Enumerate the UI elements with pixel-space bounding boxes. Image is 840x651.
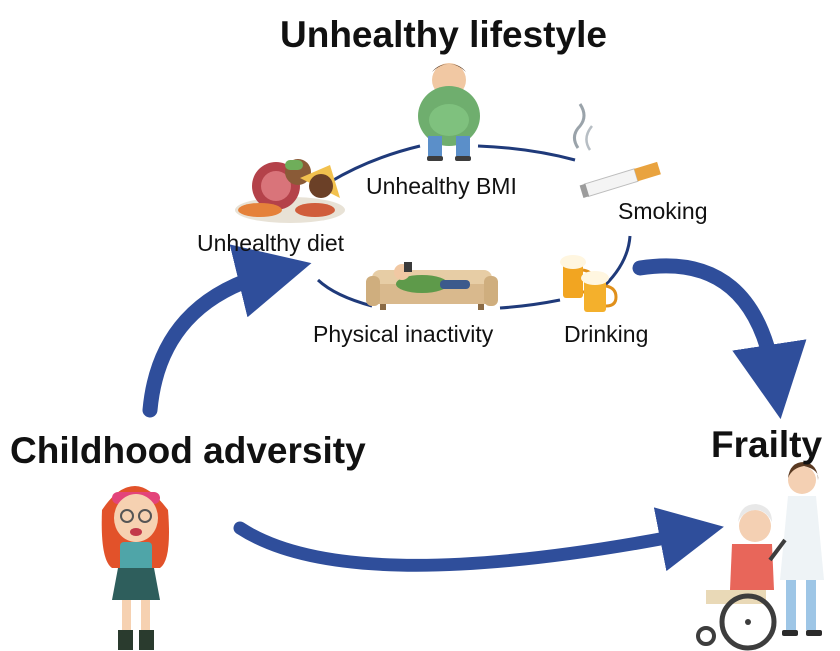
cycle-segment [329, 144, 421, 184]
node-childhood-adversity: Childhood adversity [10, 430, 366, 471]
couch-lying-person-icon [366, 262, 498, 310]
wheelchair-elder-with-nurse-icon [696, 462, 824, 651]
node-frailty: Frailty [711, 424, 823, 465]
factor-drinking: Drinking [564, 321, 649, 347]
cigarette-icon [573, 103, 661, 198]
beer-mugs-icon [560, 255, 618, 312]
factor-unhealthy-bmi: Unhealthy BMI [366, 173, 517, 199]
factor-smoking: Smoking [618, 198, 708, 224]
arrow-childhood-to-frailty [233, 507, 724, 572]
overweight-person-icon [418, 63, 480, 161]
lifestyle-cycle [316, 144, 632, 310]
cycle-segment [316, 278, 373, 308]
cycle-segment [499, 298, 561, 310]
factor-physical-inactivity: Physical inactivity [313, 321, 494, 347]
diagram-title: Unhealthy lifestyle [280, 14, 607, 55]
cycle-segment [477, 144, 576, 162]
arrow-childhood-to-lifestyle [142, 244, 312, 418]
arrow-lifestyle-to-frailty [632, 258, 807, 420]
fast-food-icon [235, 159, 345, 223]
crying-girl-icon [101, 486, 169, 650]
factor-unhealthy-diet: Unhealthy diet [197, 230, 345, 256]
